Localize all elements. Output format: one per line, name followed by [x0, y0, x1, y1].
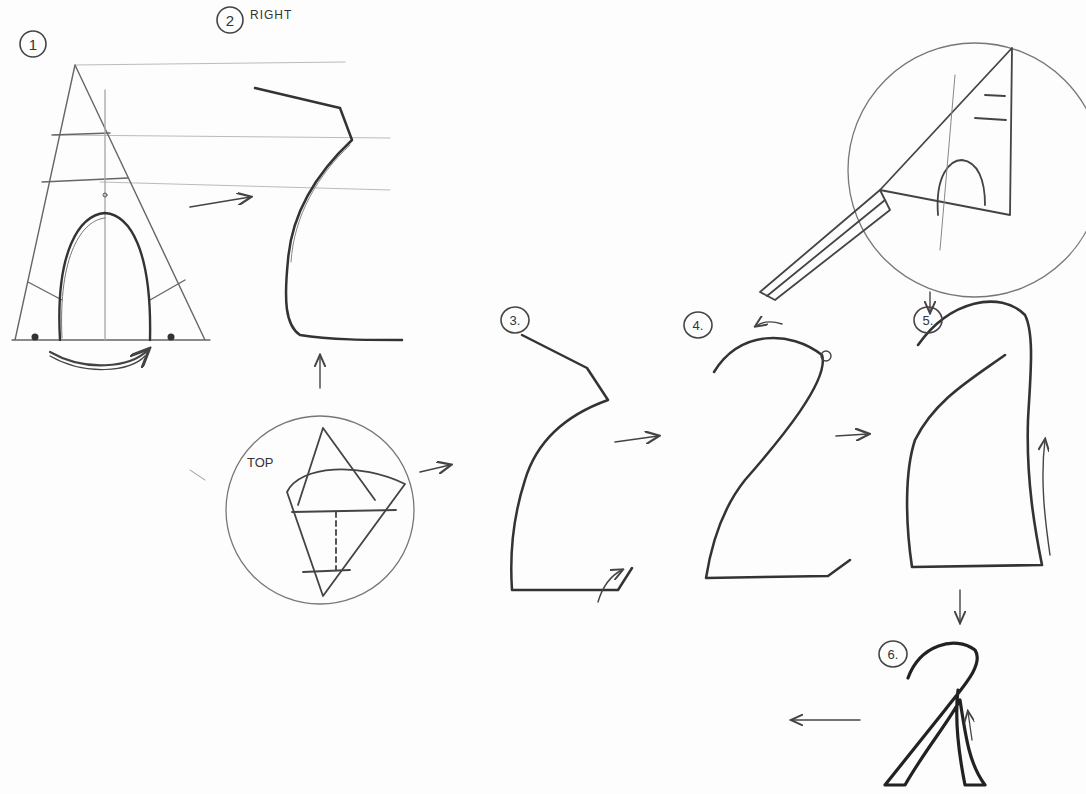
step-number-circle: 4.: [683, 311, 713, 339]
circle-outline: [225, 415, 415, 605]
step-number-circle: 2: [216, 6, 244, 34]
step-number-circle: 5.: [913, 306, 943, 334]
callout-number: 5.: [923, 313, 934, 328]
callout-number: 2: [226, 12, 234, 29]
view-circle: TOP: [225, 415, 415, 605]
callout-number: 3.: [510, 313, 521, 328]
step-number-circle: 6.: [878, 640, 908, 668]
callout-number: 1: [29, 36, 37, 53]
view-label: TOP: [247, 455, 274, 470]
step-number-circle: 1: [19, 30, 47, 58]
callout-number: 4.: [693, 318, 704, 333]
callout-number: 6.: [888, 647, 899, 662]
step-number-circle: 3.: [500, 306, 530, 334]
view-label: RIGHT: [250, 8, 292, 22]
